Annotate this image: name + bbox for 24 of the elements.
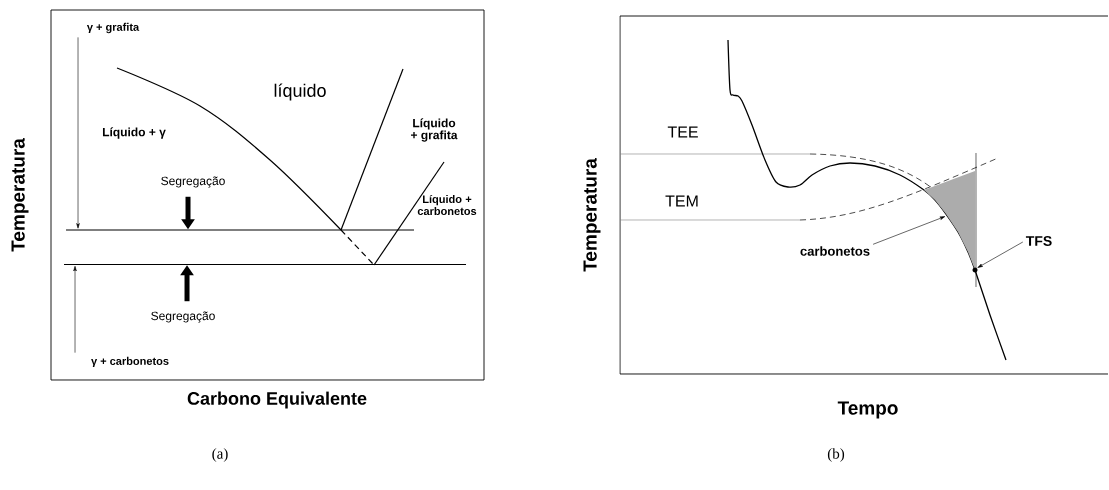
arrow [872,216,946,245]
region-label: Líquido + grafita [411,118,458,142]
region-label: Segregação [151,311,215,323]
region-label: líquido [274,83,326,101]
point-marker [972,267,978,273]
shaded-region [924,171,975,270]
region-label: γ + grafita [86,22,140,34]
axis-label: Temperatura [11,138,29,252]
axis-label: Temperatura [583,158,601,272]
region-label: Líquido + carbonetos [417,194,477,216]
region-label: TFS [1025,236,1052,246]
region-label: carbonetos [800,246,870,256]
region-label: TEM [665,195,698,207]
region-label: Líquido + γ [103,127,166,139]
region-label: TEE [667,126,698,138]
region-label: γ + carbonetos [91,356,169,368]
panel-label: (a) [212,448,228,462]
region-label: Segregação [161,176,225,188]
arrow [76,37,80,229]
panel-label: (b) [827,448,845,462]
axis-label: Tempo [837,401,898,419]
axis-label: Carbono Equivalente [187,391,367,409]
arrow [977,241,1024,268]
arrow [73,266,77,353]
